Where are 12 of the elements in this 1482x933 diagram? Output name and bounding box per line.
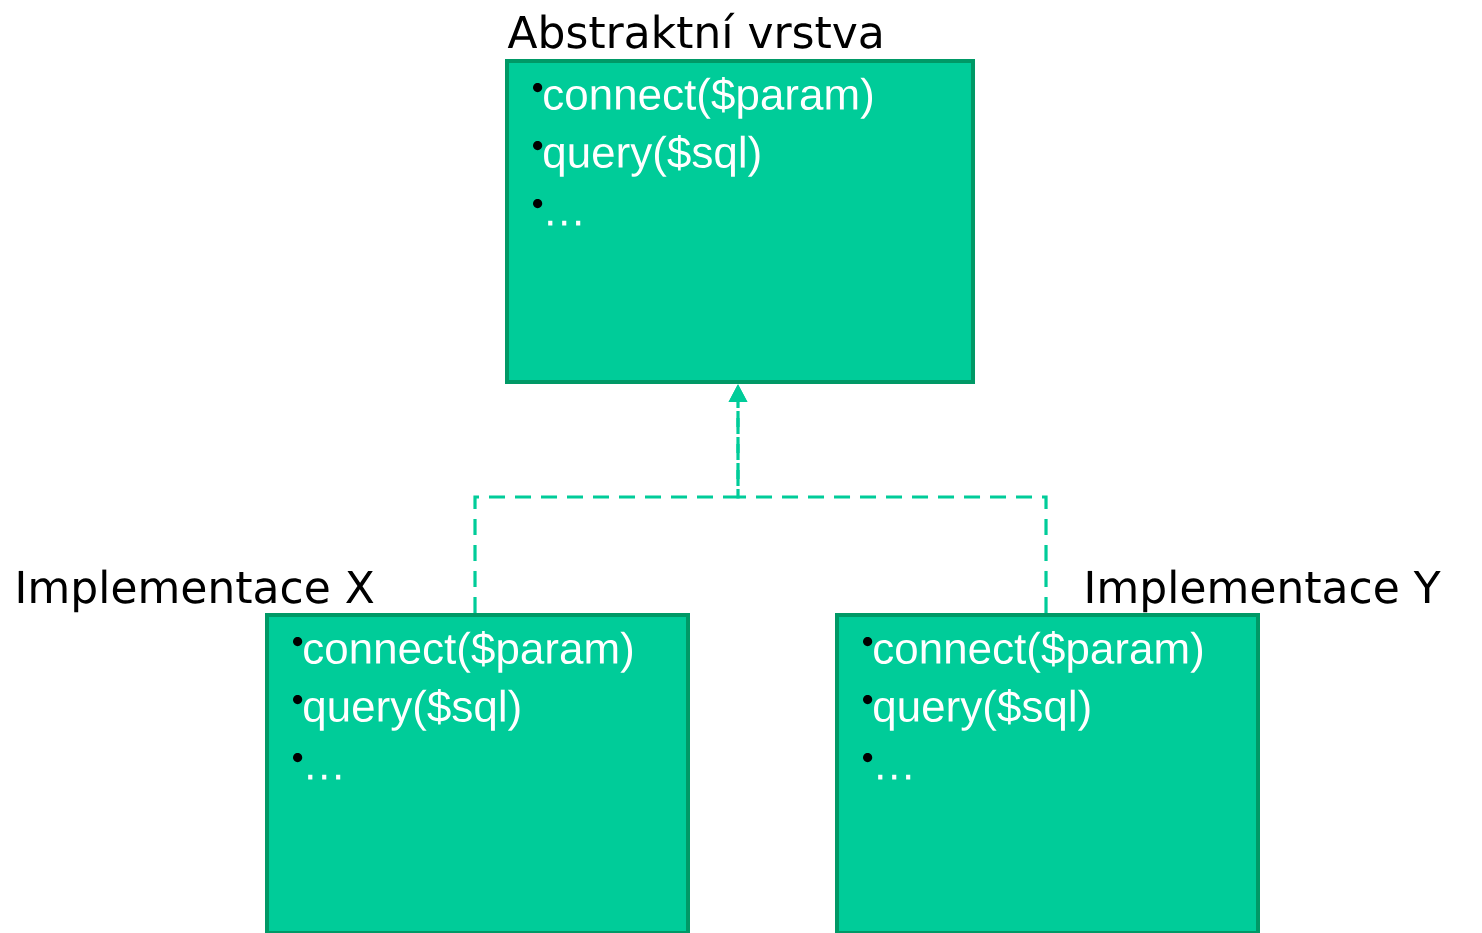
- list-item: …: [293, 753, 341, 780]
- box-heading: Implementace X: [18, 569, 374, 613]
- list-item: …: [863, 753, 911, 780]
- list-item: query($sql): [533, 135, 760, 177]
- list-item: connect($param): [293, 631, 632, 673]
- box-heading: Implementace Y: [1087, 569, 1441, 613]
- box-heading: Abstraktní vrstva: [507, 12, 881, 49]
- list-item: query($sql): [863, 689, 1090, 731]
- list-item: query($sql): [293, 689, 520, 731]
- list-item: connect($param): [533, 77, 873, 119]
- list-item: …: [533, 199, 581, 226]
- list-item: connect($param): [863, 631, 1203, 673]
